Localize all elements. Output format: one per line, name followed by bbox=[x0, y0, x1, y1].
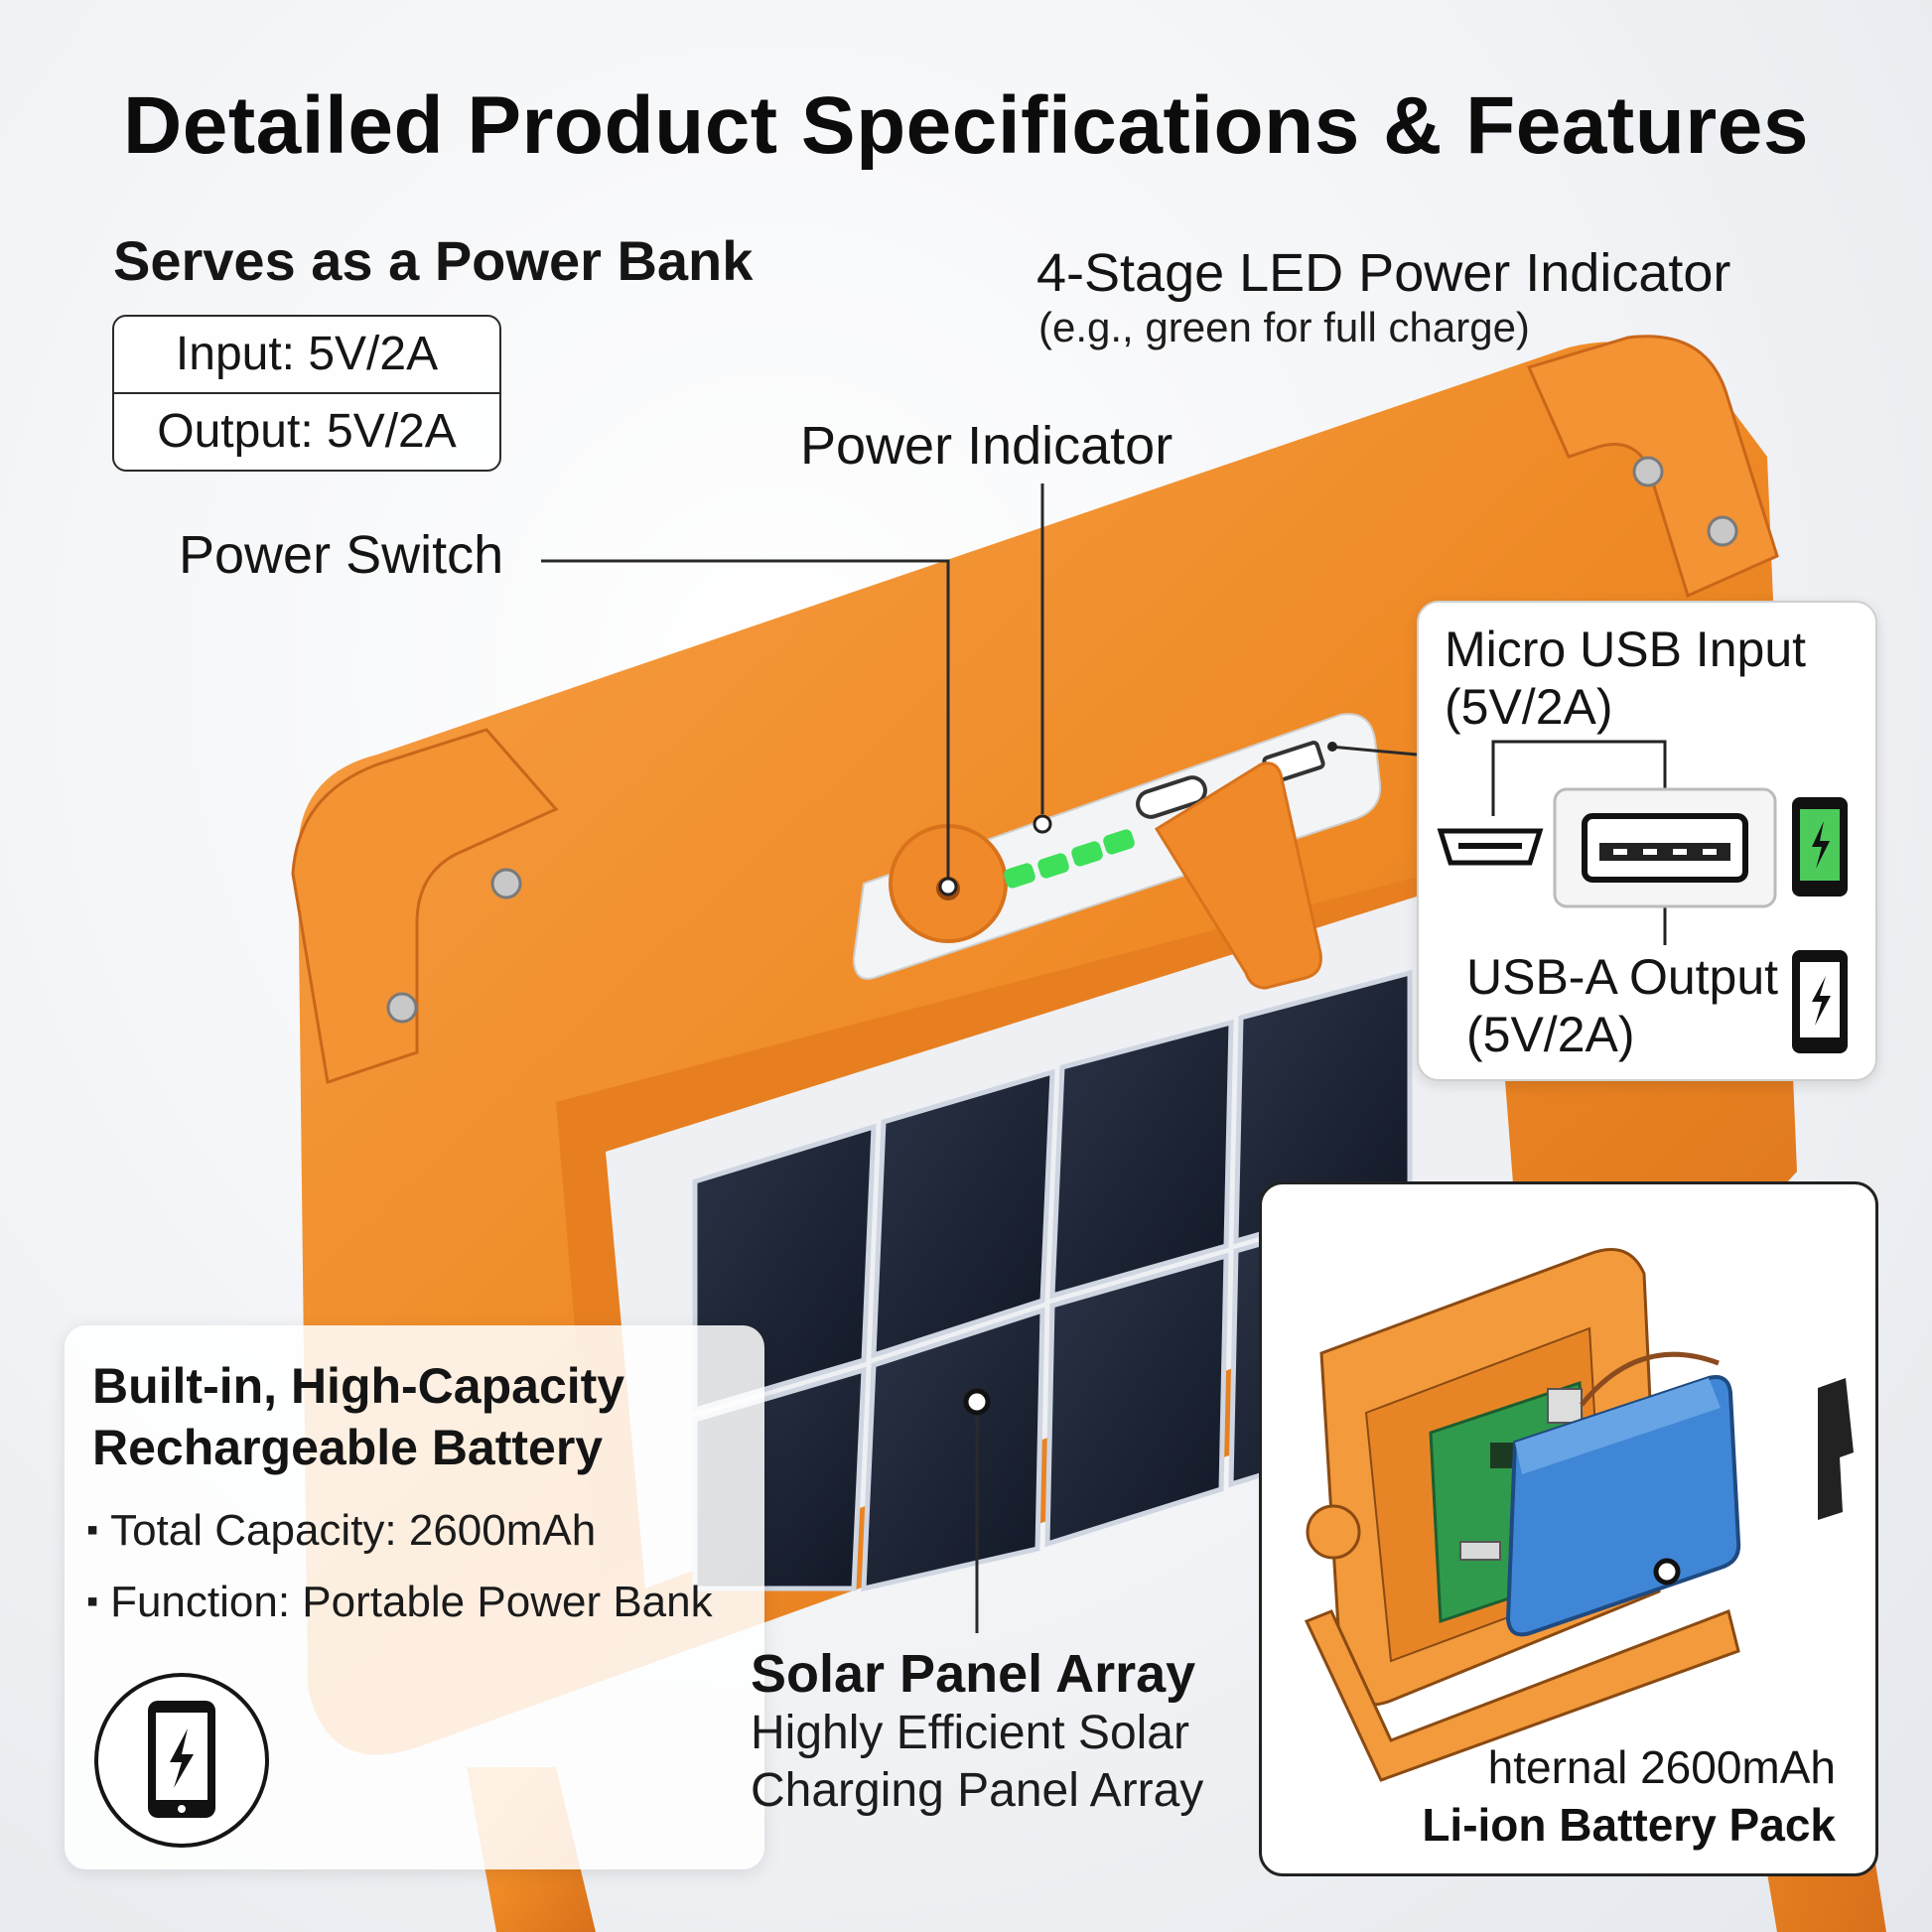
spec-output: Output: 5V/2A bbox=[114, 392, 499, 470]
solar-sub-line1: Highly Efficient Solar bbox=[751, 1707, 1189, 1759]
micro-usb-label-line2: (5V/2A) bbox=[1445, 679, 1613, 735]
battery-title-line2: Rechargeable Battery bbox=[92, 1420, 604, 1475]
battery-pack-icon bbox=[1505, 1375, 1741, 1637]
ports-callout-card: Micro USB Input (5V/2A) bbox=[1417, 601, 1877, 1081]
battery-info-card: Built-in, High-Capacity Rechargeable Bat… bbox=[65, 1325, 764, 1869]
micro-usb-port-icon bbox=[1437, 828, 1544, 866]
usb-a-label: USB-A Output (5V/2A) bbox=[1466, 948, 1778, 1063]
led-bars bbox=[1004, 829, 1135, 889]
ports-diagram bbox=[1437, 740, 1848, 1053]
power-switch-label: Power Switch bbox=[179, 525, 504, 585]
port-flap bbox=[1154, 761, 1322, 990]
led-indicator-note: (e.g., green for full charge) bbox=[1038, 304, 1530, 350]
corner-bumper-left bbox=[291, 728, 559, 1084]
internal-battery-card: hternal 2600mAh Li-ion Battery Pack bbox=[1259, 1181, 1878, 1876]
battery-title: Built-in, High-Capacity Rechargeable Bat… bbox=[92, 1355, 624, 1478]
usb-a-label-line1: USB-A Output bbox=[1466, 949, 1779, 1005]
battery-bullet-capacity: Total Capacity: 2600mAh bbox=[86, 1506, 596, 1556]
solar-cells bbox=[692, 969, 1413, 1592]
solar-sub-line2: Charging Panel Array bbox=[751, 1764, 1204, 1817]
phone-charging-green-icon bbox=[1792, 797, 1848, 897]
internal-exploded-diagram bbox=[1304, 1248, 1854, 1782]
power-bank-heading: Serves as a Power Bank bbox=[113, 229, 754, 292]
solar-callout-dot bbox=[963, 1388, 991, 1416]
internal-label-line1: hternal 2600mAh bbox=[1487, 1741, 1836, 1793]
solar-title: Solar Panel Array bbox=[751, 1644, 1196, 1704]
micro-usb-label-line1: Micro USB Input bbox=[1445, 621, 1807, 677]
phone-charge-icon bbox=[94, 1673, 269, 1848]
micro-usb-label: Micro USB Input (5V/2A) bbox=[1445, 621, 1806, 736]
power-indicator-label: Power Indicator bbox=[800, 416, 1173, 476]
usb-a-label-line2: (5V/2A) bbox=[1466, 1007, 1635, 1062]
internal-label-line2: Li-ion Battery Pack bbox=[1422, 1799, 1836, 1851]
led-indicator-title: 4-Stage LED Power Indicator bbox=[1036, 243, 1731, 303]
solar-panel-label: Solar Panel Array Highly Efficient Solar… bbox=[751, 1643, 1203, 1820]
spec-input: Input: 5V/2A bbox=[175, 328, 439, 380]
phone-charging-white-icon bbox=[1792, 950, 1848, 1053]
power-bank-spec-table: Input: 5V/2A Output: 5V/2A bbox=[112, 315, 501, 472]
battery-title-line1: Built-in, High-Capacity bbox=[92, 1358, 625, 1414]
usb-a-port-icon bbox=[1553, 787, 1777, 908]
battery-bullet-function: Function: Portable Power Bank bbox=[86, 1578, 713, 1627]
page-title: Detailed Product Specifications & Featur… bbox=[123, 80, 1809, 171]
